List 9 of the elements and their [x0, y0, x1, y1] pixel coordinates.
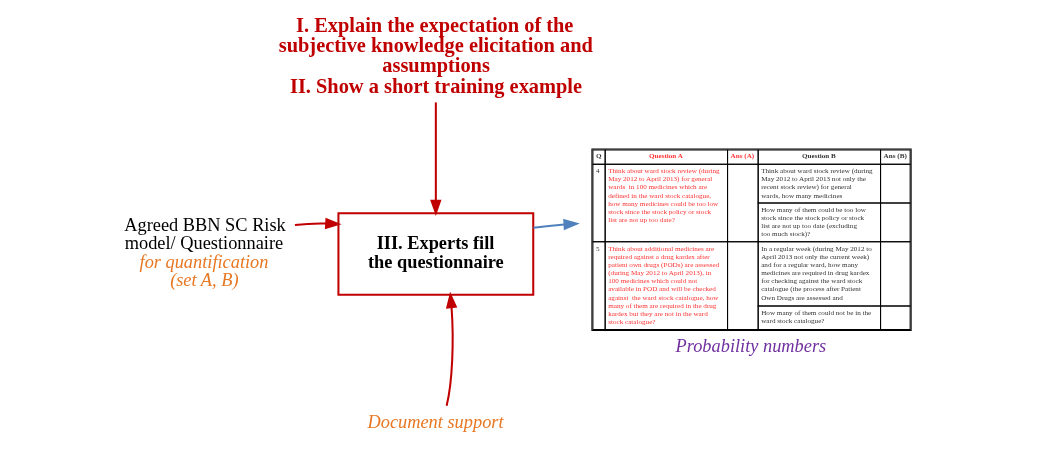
node-text: Agreed BBN SC Risk model/ Questionnaire for quantification (set A, B) — [123, 214, 286, 291]
node-label: Probability numbers — [675, 336, 826, 357]
arrow — [445, 291, 457, 406]
arrow — [532, 218, 580, 231]
node-text: I. Explain the expectation of the subjective knowledge elicitation and assumptions II. Show a short training example — [278, 13, 593, 97]
arrow — [429, 102, 442, 217]
node-text: Document support — [367, 411, 504, 432]
node-box: III. Experts fill the questionnaire — [336, 212, 534, 296]
arrow — [294, 217, 341, 230]
